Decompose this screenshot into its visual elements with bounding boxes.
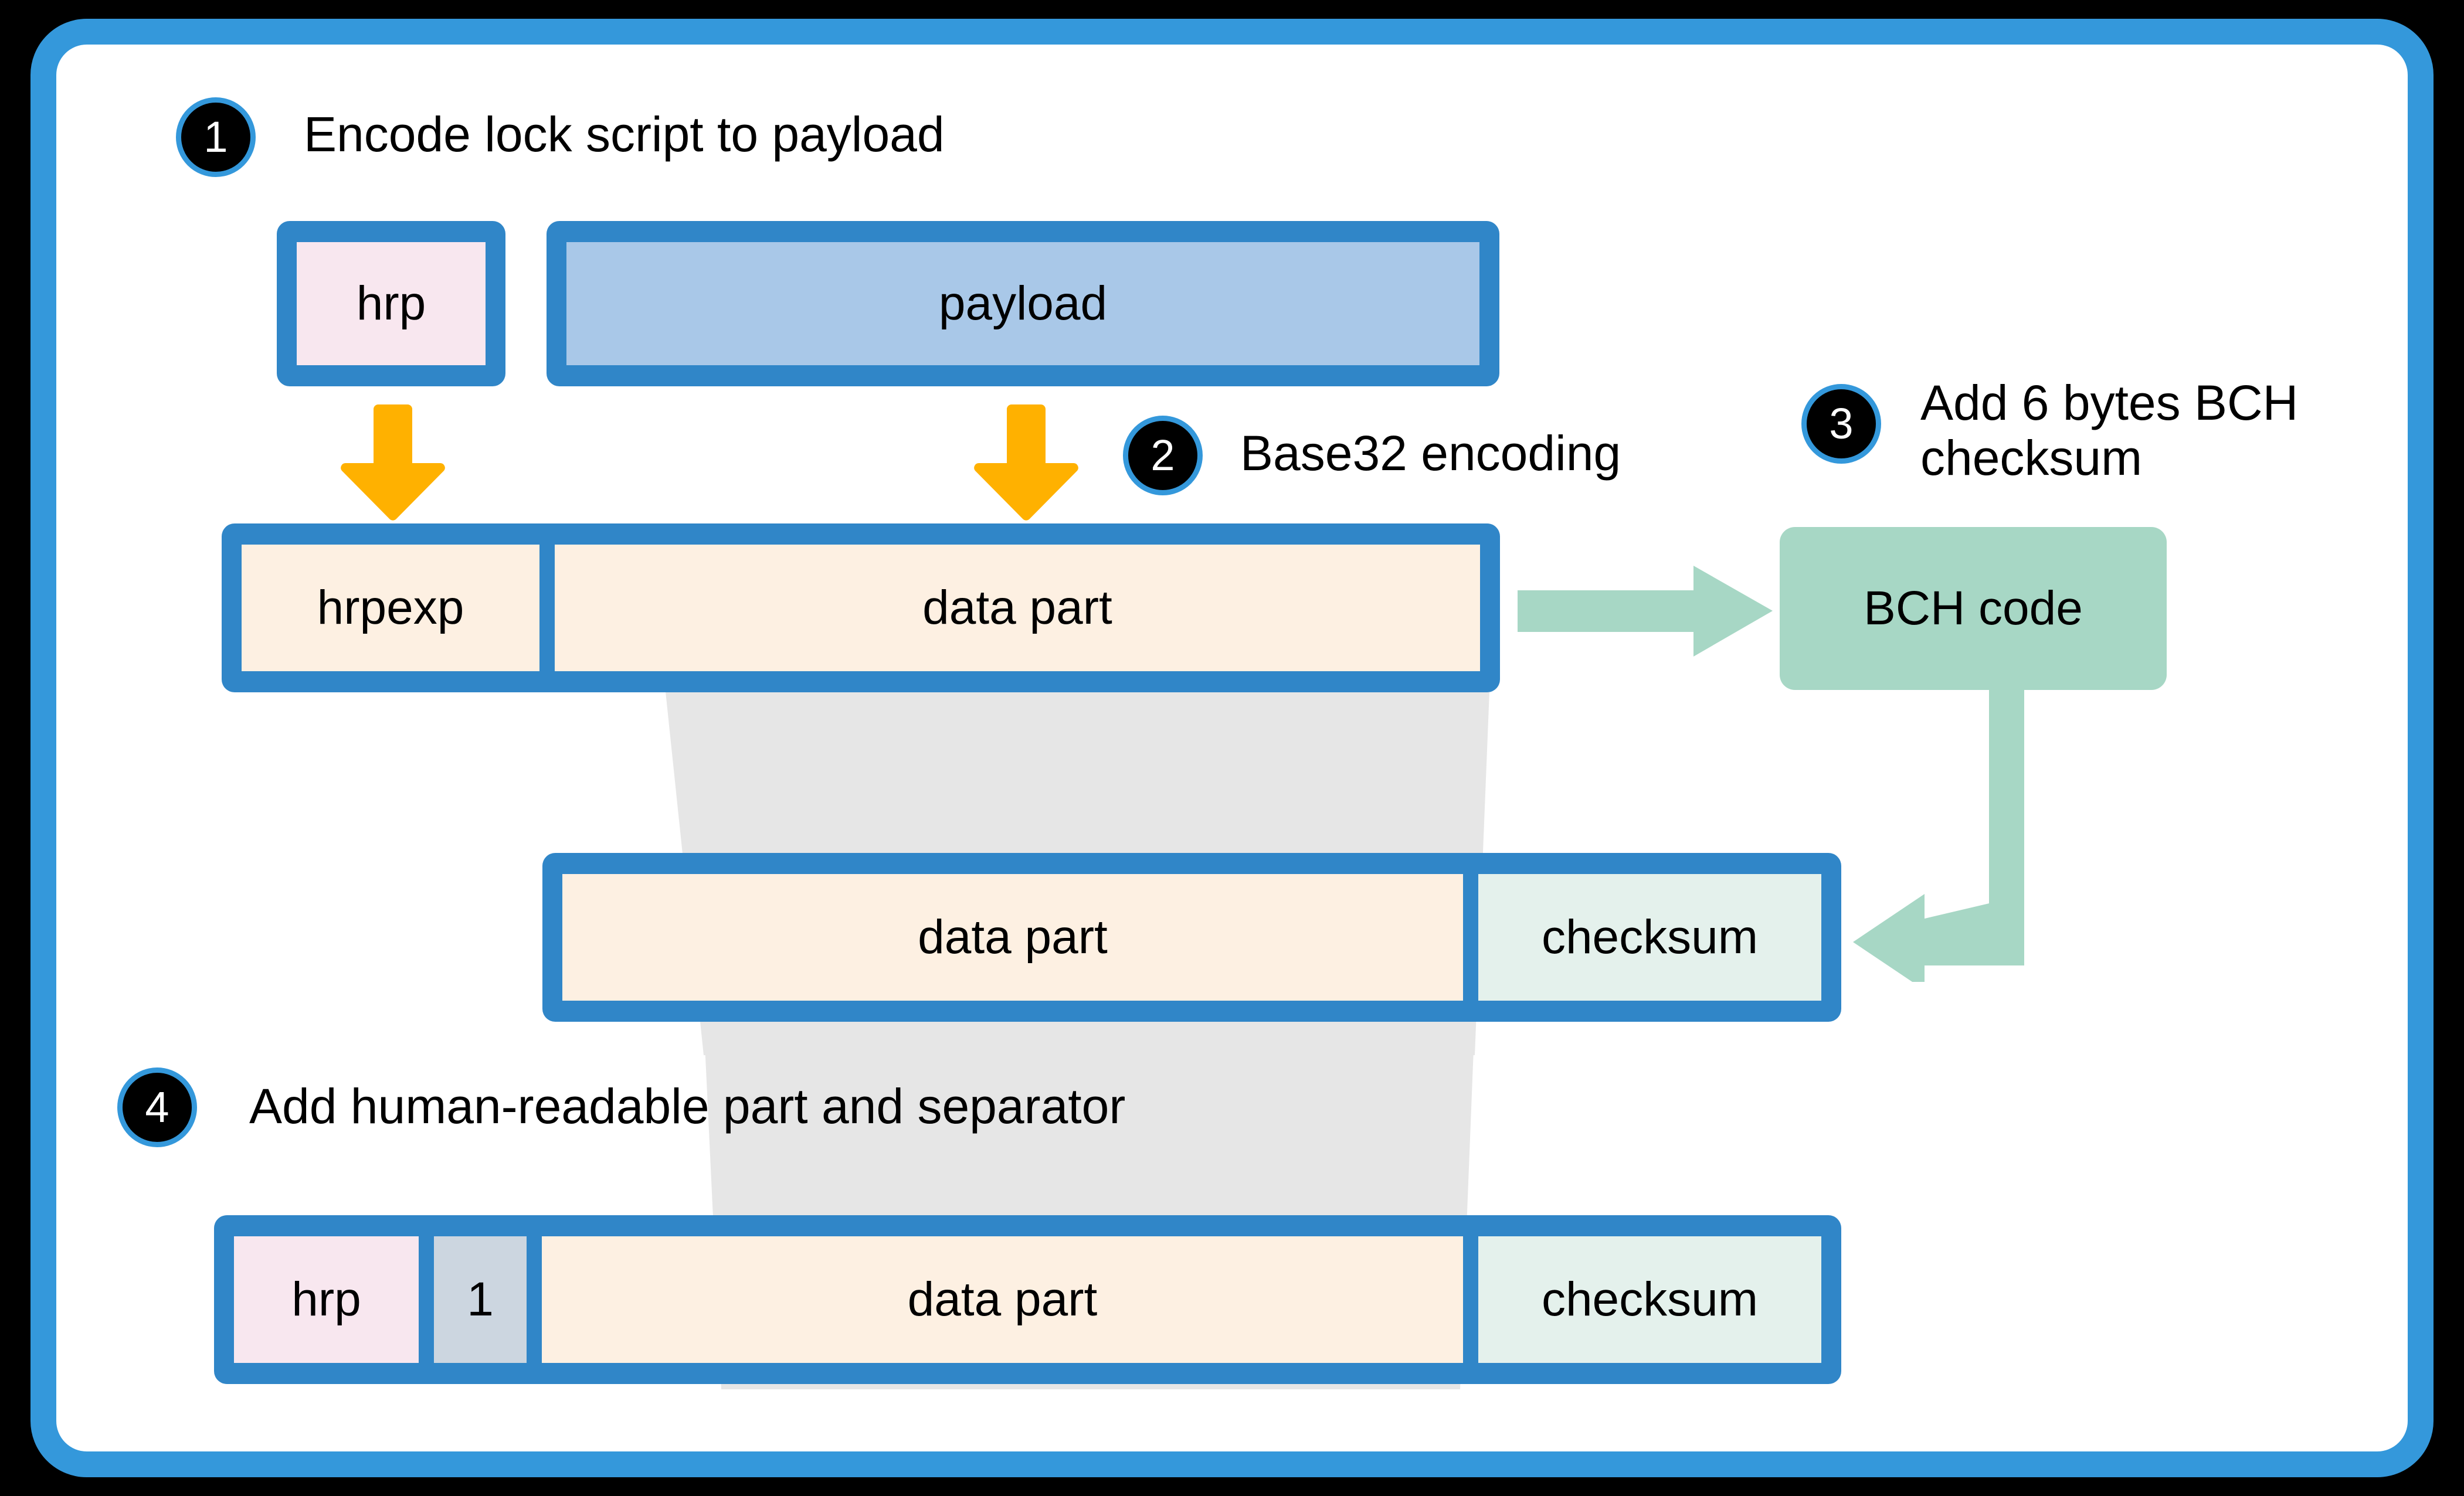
right-arrow-icon bbox=[1518, 566, 1773, 657]
cell-payload-label: payload bbox=[938, 277, 1108, 330]
cell-datapart-row2-label: data part bbox=[922, 581, 1112, 634]
cell-checksum-final: checksum bbox=[1478, 1236, 1821, 1363]
cell-datapart-final-label: data part bbox=[907, 1273, 1098, 1326]
step-label-4: Add human-readable part and separator bbox=[249, 1079, 1126, 1134]
down-arrow-icon-payload bbox=[974, 404, 1078, 521]
step-label-2: Base32 encoding bbox=[1240, 426, 1621, 481]
step-label-3: Add 6 bytes BCH checksum bbox=[1920, 375, 2299, 486]
cell-separator: 1 bbox=[434, 1236, 527, 1363]
step-badge-1: 1 bbox=[176, 97, 256, 177]
hrp-bar: hrp bbox=[277, 221, 505, 386]
step-badge-2-number: 2 bbox=[1150, 431, 1175, 480]
step-label-1: Encode lock script to payload bbox=[304, 107, 945, 162]
step-badge-1-number: 1 bbox=[203, 113, 228, 161]
cell-hrp-final-label: hrp bbox=[291, 1273, 361, 1326]
hrpexp-datapart-bar: hrpexp data part bbox=[222, 523, 1500, 692]
cell-separator-label: 1 bbox=[467, 1273, 494, 1326]
cell-hrp: hrp bbox=[297, 242, 486, 365]
cell-payload: payload bbox=[566, 242, 1479, 365]
cell-hrp-final: hrp bbox=[234, 1236, 419, 1363]
payload-bar: payload bbox=[547, 221, 1499, 386]
datapart-checksum-bar: data part checksum bbox=[542, 853, 1841, 1022]
cell-datapart-row2: data part bbox=[555, 545, 1480, 671]
cell-hrpexp: hrpexp bbox=[242, 545, 539, 671]
cell-checksum-final-label: checksum bbox=[1541, 1273, 1759, 1326]
step-badge-2: 2 bbox=[1123, 416, 1203, 495]
elbow-arrow-icon bbox=[1853, 689, 2024, 982]
down-arrow-icon-hrp bbox=[341, 404, 445, 521]
cell-datapart-final: data part bbox=[542, 1236, 1463, 1363]
step-badge-4: 4 bbox=[117, 1067, 197, 1147]
bch-code-label: BCH code bbox=[1864, 582, 2083, 635]
bch-code-box: BCH code bbox=[1780, 527, 2167, 690]
final-address-bar: hrp 1 data part checksum bbox=[214, 1215, 1841, 1384]
cell-datapart-row3: data part bbox=[562, 874, 1463, 1001]
step-badge-3: 3 bbox=[1801, 384, 1881, 464]
step-badge-4-number: 4 bbox=[145, 1083, 169, 1131]
cell-checksum-row3: checksum bbox=[1478, 874, 1821, 1001]
cell-datapart-row3-label: data part bbox=[918, 910, 1108, 964]
cell-hrpexp-label: hrpexp bbox=[317, 581, 464, 634]
step-badge-3-number: 3 bbox=[1829, 399, 1854, 448]
cell-checksum-row3-label: checksum bbox=[1541, 910, 1759, 964]
cell-hrp-label: hrp bbox=[356, 277, 426, 330]
